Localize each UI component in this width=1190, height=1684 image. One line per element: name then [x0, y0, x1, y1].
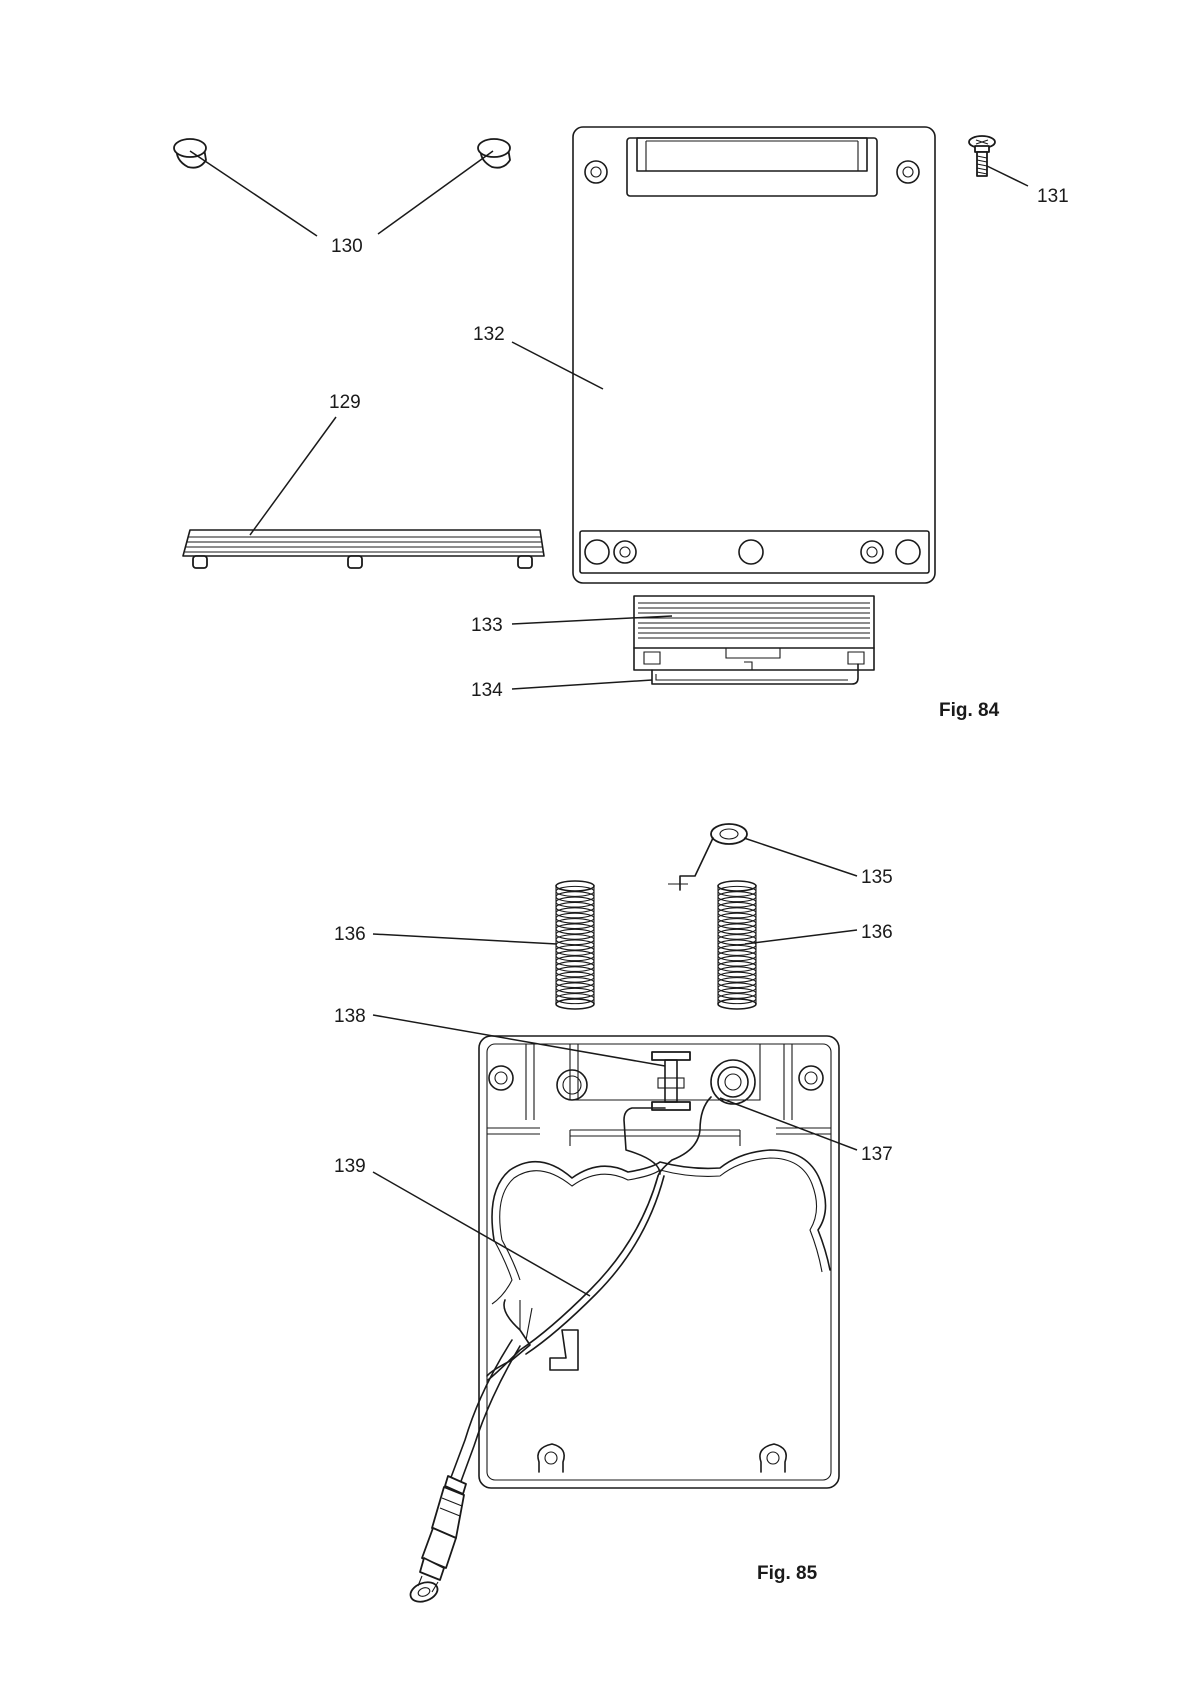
callout-130: 130	[331, 236, 363, 257]
screw	[969, 136, 995, 176]
leader-130b	[378, 151, 493, 234]
spring-right	[718, 881, 756, 1009]
leader-139	[373, 1172, 590, 1296]
ribbed-bracket	[634, 596, 874, 670]
leader-131	[987, 166, 1028, 186]
foot-strip	[183, 530, 544, 568]
callout-136-left: 136	[334, 924, 366, 945]
callout-136-right: 136	[861, 922, 893, 943]
callout-138: 138	[334, 1006, 366, 1027]
leader-129	[250, 417, 336, 535]
leader-136b	[745, 930, 857, 944]
cover-plate	[573, 127, 935, 583]
rubber-foot-left	[174, 139, 206, 168]
callout-131: 131	[1037, 186, 1069, 207]
callout-129: 129	[329, 392, 361, 413]
leader-136a	[373, 934, 557, 944]
spring-left	[556, 881, 594, 1009]
wire-clip	[652, 664, 858, 684]
figure-85: 135 136 136 138 137 139 Fig. 85	[334, 824, 893, 1605]
callout-139: 139	[334, 1156, 366, 1177]
callout-132: 132	[473, 324, 505, 345]
leader-138	[373, 1015, 665, 1066]
rubber-foot-right	[478, 139, 510, 168]
figure-label-85: Fig. 85	[757, 1563, 818, 1584]
callout-133: 133	[471, 615, 503, 636]
cable	[408, 1097, 711, 1605]
figure-84: 130 131 132 129 133 134 Fig. 84	[174, 127, 1069, 721]
figure-label-84: Fig. 84	[939, 700, 1000, 721]
callout-135: 135	[861, 867, 893, 888]
housing-base	[479, 1036, 839, 1488]
leader-132	[512, 342, 603, 389]
leader-134	[512, 680, 652, 689]
leader-135	[744, 838, 857, 876]
contact-plate	[668, 824, 747, 890]
leader-130a	[190, 151, 317, 236]
callout-137: 137	[861, 1144, 893, 1165]
callout-134: 134	[471, 680, 503, 701]
